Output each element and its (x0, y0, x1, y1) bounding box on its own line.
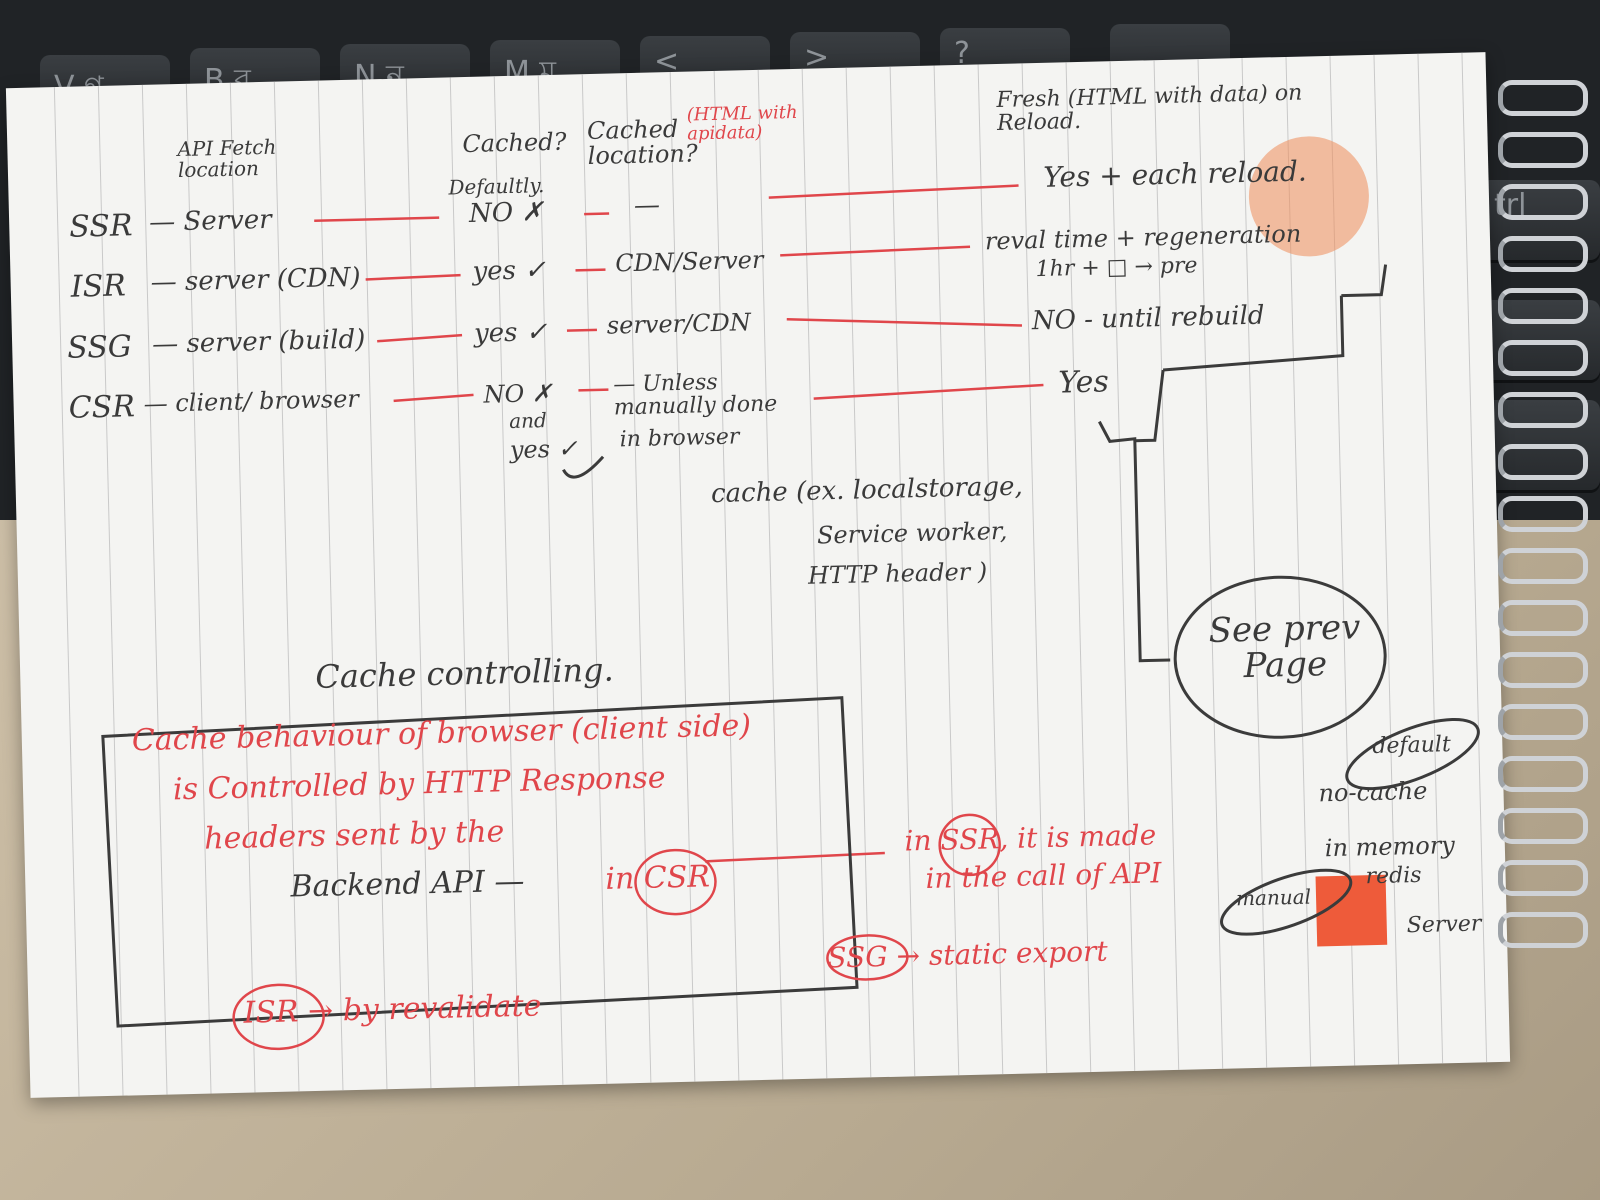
row-csr-fresh: Yes (1057, 364, 1110, 401)
spiral-ring (1498, 704, 1588, 740)
no-cache-label: no-cache (1318, 776, 1428, 808)
cache-controlling-title: Cache controlling. (314, 650, 615, 696)
pen-drawings (101, 184, 1480, 1051)
see-prev-page: See prev Page (1208, 607, 1361, 686)
arrow-csr-3 (813, 383, 1044, 400)
arrow-csr-ssr (704, 851, 885, 863)
arrow-isr-2 (575, 268, 606, 272)
header-api-fetch: API Fetch location (177, 134, 277, 183)
arrow-ssr-1 (314, 216, 440, 222)
row-csr-cached-location-extra: in browser (619, 424, 740, 453)
arrow-up-2 (1162, 295, 1345, 372)
row-csr-cached-location: — Unless manually done (613, 369, 778, 421)
redis-label: redis (1365, 862, 1422, 890)
arrow-up-3 (1341, 264, 1388, 298)
cache-box (101, 696, 859, 1028)
spiral-ring (1498, 80, 1588, 116)
cache-box-line4: Backend API — (290, 863, 525, 905)
row-csr-type: CSR (68, 389, 136, 426)
spiral-ring (1498, 756, 1588, 792)
cache-box-line4-csr: in CSR (604, 859, 711, 897)
row-ssg-type: SSG (66, 329, 133, 366)
arrow-up-1 (1134, 369, 1165, 443)
row-ssr-location: — Server (148, 204, 272, 238)
ssr-circle (938, 813, 1001, 877)
spiral-ring (1498, 236, 1588, 272)
ssg-note: SSG → static export (826, 934, 1109, 975)
row-ssr-cached-prefix: Defaultly. (448, 173, 545, 200)
arrow-ssg-2 (566, 328, 597, 332)
row-isr-fresh-extra: 1hr + □ → pre (1035, 253, 1198, 283)
row-isr-cached-location: CDN/Server (615, 245, 764, 278)
browser-cache-line2: Service worker, (816, 516, 1008, 550)
spiral-ring (1498, 496, 1588, 532)
ssr-note-line2: in the call of API (925, 856, 1162, 895)
notebook-page: API Fetch location Cached? Cached locati… (5, 52, 1511, 1098)
spiral-ring (1498, 392, 1588, 428)
isr-note: ISR → by revalidate (243, 988, 542, 1031)
row-csr-cached-and: and (508, 408, 548, 434)
csr-circle (634, 848, 717, 916)
isr-circle (232, 983, 325, 1051)
spiral-ring (1498, 808, 1588, 844)
spiral-ring (1498, 600, 1588, 636)
manual-label: manual (1235, 884, 1312, 911)
spiral-ring (1498, 912, 1588, 948)
yes-arrow (562, 455, 605, 479)
header-fresh: Fresh (HTML with data) on Reload. (996, 80, 1303, 137)
spiral-ring (1498, 340, 1588, 376)
see-prev-circle (1173, 575, 1387, 739)
server-label: Server (1406, 911, 1482, 939)
in-memory-label: in memory (1324, 831, 1456, 863)
arrow-csr-1 (393, 393, 474, 403)
arrow-isr-1 (365, 273, 461, 281)
cache-box-line3: headers sent by the (203, 814, 505, 857)
spiral-ring (1498, 652, 1588, 688)
spiral-ring (1498, 860, 1588, 896)
header-cached: Cached? (462, 127, 567, 159)
notebook-spiral (1498, 80, 1588, 980)
key-label: ? (954, 36, 970, 71)
row-csr-location: — client/ browser (143, 384, 360, 418)
row-ssr-type: SSR (68, 208, 133, 245)
row-csr-cached: NO ✗ (483, 378, 553, 409)
row-ssg-fresh: NO - until rebuild (1031, 300, 1265, 337)
manual-ellipse (1220, 868, 1353, 936)
arrow-isr-3 (780, 245, 971, 257)
row-isr-location: — server (CDN) (150, 262, 361, 298)
arrow-ssg-3 (786, 317, 1023, 327)
browser-cache-line3: HTTP header ) (807, 557, 988, 590)
spiral-ring (1498, 444, 1588, 480)
arrow-ssg-1 (377, 333, 463, 343)
spiral-ring (1498, 184, 1588, 220)
row-ssr-fresh: Yes + each reload. (1042, 154, 1308, 194)
arrow-ssr-3 (768, 184, 1019, 199)
header-cached-note: (HTML with apidata) (686, 101, 798, 145)
arrow-ssr-2 (584, 212, 610, 216)
row-ssg-cached-location: server/CDN (606, 308, 752, 340)
spiral-ring (1498, 132, 1588, 168)
arrow-csr-2 (578, 388, 609, 392)
spiral-ring (1498, 548, 1588, 584)
row-ssg-location: — server (build) (151, 324, 366, 360)
row-ssr-cached-location: — (633, 190, 661, 221)
ssr-note-line1: in SSR, it is made (904, 818, 1157, 858)
row-isr-cached: yes ✓ (472, 255, 547, 287)
row-isr-type: ISR (70, 268, 127, 305)
row-ssr-cached: NO ✗ (468, 197, 544, 229)
row-csr-cached-yes: yes ✓ (509, 434, 579, 465)
default-label: default (1372, 732, 1452, 760)
spiral-ring (1498, 288, 1588, 324)
default-ellipse (1345, 718, 1480, 791)
ssg-circle (826, 934, 909, 981)
arrow-to-see-prev (1098, 420, 1171, 663)
row-ssg-cached: yes ✓ (473, 317, 548, 349)
